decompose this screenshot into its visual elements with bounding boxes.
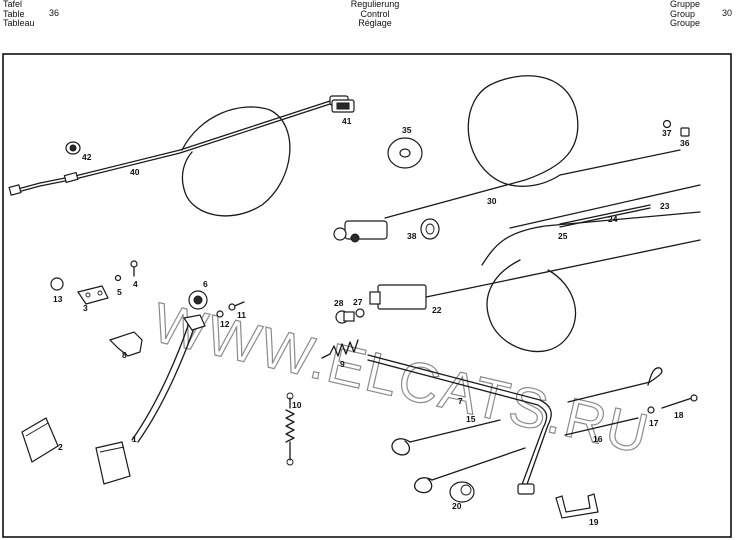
label-part-13: 13 (53, 294, 63, 304)
header-center: Regulierung Control Réglage (300, 0, 450, 29)
label-part-41: 41 (342, 116, 352, 126)
header-right-de: Gruppe (670, 0, 701, 9)
label-part-3: 3 (83, 303, 88, 313)
part-8-bracket (108, 331, 143, 357)
part-labels: 1 2 3 4 5 6 7 8 9 10 11 12 13 15 16 17 1… (53, 116, 690, 527)
part-2-pedal-pad (21, 417, 59, 463)
label-part-11: 11 (237, 310, 246, 320)
part-25-cable (481, 211, 701, 266)
part-22-actuator (369, 239, 701, 353)
label-part-5: 5 (117, 287, 122, 297)
part-28-pin (335, 310, 355, 324)
part-38-grommet (420, 218, 440, 240)
label-part-15: 15 (466, 414, 476, 424)
label-part-37: 37 (662, 128, 672, 138)
label-part-35: 35 (402, 125, 412, 135)
part-17-washer (647, 406, 655, 414)
label-part-9: 9 (340, 359, 345, 369)
part-13-clip (50, 277, 64, 291)
part-30-connector (333, 220, 388, 243)
part-37-nut (662, 119, 672, 129)
part-23-cable (509, 184, 701, 229)
label-part-22: 22 (432, 305, 442, 315)
part-40-cable (8, 95, 349, 217)
part-20-bushing (449, 481, 475, 503)
header-left: Tafel Table Tableau (3, 0, 35, 29)
label-part-2: 2 (58, 442, 63, 452)
label-part-30: 30 (487, 196, 497, 206)
label-part-8: 8 (122, 350, 127, 360)
label-part-36: 36 (680, 138, 690, 148)
part-30-cable (384, 75, 681, 219)
label-part-19: 19 (589, 517, 599, 527)
part-18-pin (661, 394, 698, 409)
label-part-12: 12 (220, 319, 230, 329)
header-right-en: Group (670, 8, 696, 19)
part-3-bracket (77, 285, 109, 305)
table-number: 36 (49, 8, 60, 18)
header-center-de: Regulierung (350, 0, 400, 9)
label-part-20: 20 (452, 501, 462, 511)
header-right: Gruppe Group Groupe (670, 0, 700, 29)
part-36-clip (680, 127, 690, 137)
header-left-en: Table (3, 8, 25, 19)
label-part-17: 17 (649, 418, 659, 428)
watermark-text: WWW.ELCATS.RU (147, 290, 655, 465)
part-10-spring (285, 392, 295, 466)
part-41-clip (331, 99, 355, 113)
label-part-1: 1 (132, 434, 137, 444)
header-right-fr: Groupe (670, 18, 701, 28)
group-number: 30 (722, 8, 733, 18)
part-16-rod (564, 417, 639, 436)
label-part-25: 25 (558, 231, 568, 241)
part-35-washer (387, 137, 423, 169)
part-6-bushing (188, 290, 208, 310)
part-15-hook-rod (391, 419, 501, 456)
header-left-fr: Tableau (3, 18, 35, 28)
part-20-hook-rod (414, 447, 526, 494)
label-part-23: 23 (660, 201, 670, 211)
label-part-40: 40 (130, 167, 140, 177)
label-part-7: 7 (458, 396, 463, 406)
label-part-38: 38 (407, 231, 417, 241)
part-19-bracket (555, 493, 599, 519)
label-part-24: 24 (608, 214, 618, 224)
part-15-right-rod (567, 367, 663, 403)
part-42-grommet (65, 141, 81, 155)
label-part-42: 42 (82, 152, 92, 162)
label-part-27: 27 (353, 297, 363, 307)
part-11-bolt (228, 301, 245, 311)
part-7-rod (367, 354, 552, 495)
diagram-frame (2, 53, 732, 538)
label-part-18: 18 (674, 410, 684, 420)
part-5-nut (114, 274, 122, 282)
part-4-screw (130, 260, 138, 277)
label-part-16: 16 (593, 434, 603, 444)
label-part-6: 6 (203, 279, 208, 289)
label-part-10: 10 (292, 400, 302, 410)
part-12-washer (216, 310, 224, 318)
part-9-spring (321, 339, 359, 359)
part-27-washer (355, 308, 365, 318)
label-part-4: 4 (133, 279, 138, 289)
header-center-en: Control (360, 8, 390, 19)
label-part-28: 28 (334, 298, 344, 308)
header-center-fr: Réglage (358, 18, 392, 28)
part-1-pedal (95, 314, 206, 485)
header-left-de: Tafel (3, 0, 23, 9)
